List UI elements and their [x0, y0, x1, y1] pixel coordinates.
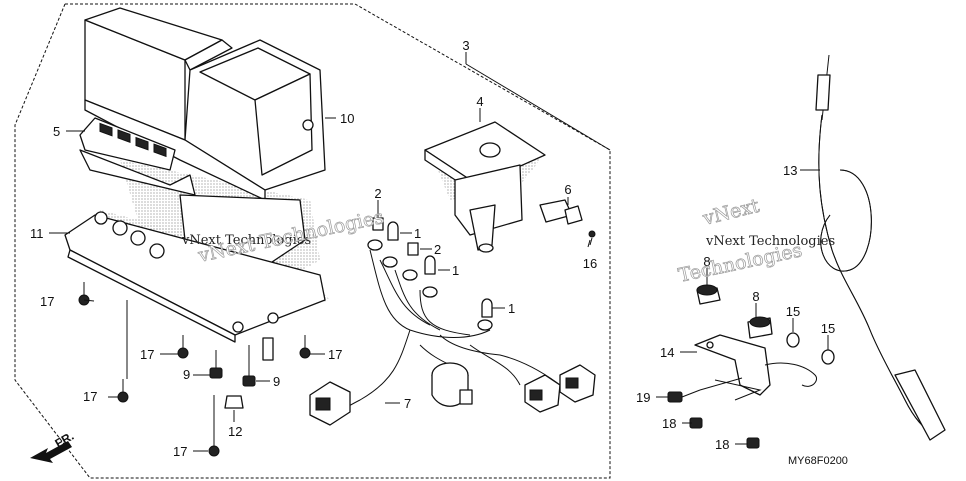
callout-16: 16 [583, 256, 597, 271]
callout-4: 4 [476, 94, 483, 109]
bracket [694, 334, 817, 396]
callout-5: 5 [53, 124, 60, 139]
screw-17-group [78, 282, 311, 457]
callout-2b: 2 [434, 242, 441, 257]
callout-17d: 17 [83, 389, 97, 404]
callout-6: 6 [564, 182, 571, 197]
callout-10: 10 [340, 111, 354, 126]
watermark-outline-right-1: vNext [700, 195, 762, 230]
meter-case-lower [64, 211, 326, 361]
callout-18a: 18 [662, 416, 676, 431]
callout-13: 13 [783, 163, 797, 178]
indicator-panel [79, 117, 196, 196]
leader-lines [49, 52, 829, 452]
watermark-text-right: vNext Technologies [705, 234, 835, 249]
callout-17c: 17 [328, 347, 342, 362]
callout-15b: 15 [821, 321, 835, 336]
callout-numbers: 3 4 6 16 10 5 11 2 1 2 1 1 7 17 17 17 17… [30, 38, 835, 459]
callout-8b: 8 [752, 289, 759, 304]
speedometer-cable [815, 54, 946, 441]
small-parts [667, 284, 835, 449]
callout-18b: 18 [715, 437, 729, 452]
diagram-code: MY68F0200 [788, 455, 848, 467]
callout-17b: 17 [140, 347, 154, 362]
callout-17a: 17 [40, 294, 54, 309]
callout-12: 12 [228, 424, 242, 439]
callout-3: 3 [462, 38, 469, 53]
gear-box [424, 121, 596, 253]
callout-1a: 1 [414, 226, 421, 241]
front-direction-arrow: FR. [30, 429, 76, 463]
callout-9b: 9 [273, 374, 280, 389]
callout-8a: 8 [703, 254, 710, 269]
callout-11: 11 [30, 226, 44, 241]
watermark-text-left: vNext Technologies [181, 233, 311, 248]
bulbs-group [372, 217, 493, 318]
callout-1b: 1 [452, 263, 459, 278]
callout-7: 7 [404, 396, 411, 411]
front-direction-label: FR. [53, 429, 77, 451]
callout-2a: 2 [374, 186, 381, 201]
callout-17e: 17 [173, 444, 187, 459]
callout-15a: 15 [786, 304, 800, 319]
callout-9a: 9 [183, 367, 190, 382]
wire-harness [309, 239, 596, 426]
nut-9-group [209, 345, 256, 409]
callout-1c: 1 [508, 301, 515, 316]
callout-19: 19 [636, 390, 650, 405]
callout-14: 14 [660, 345, 674, 360]
